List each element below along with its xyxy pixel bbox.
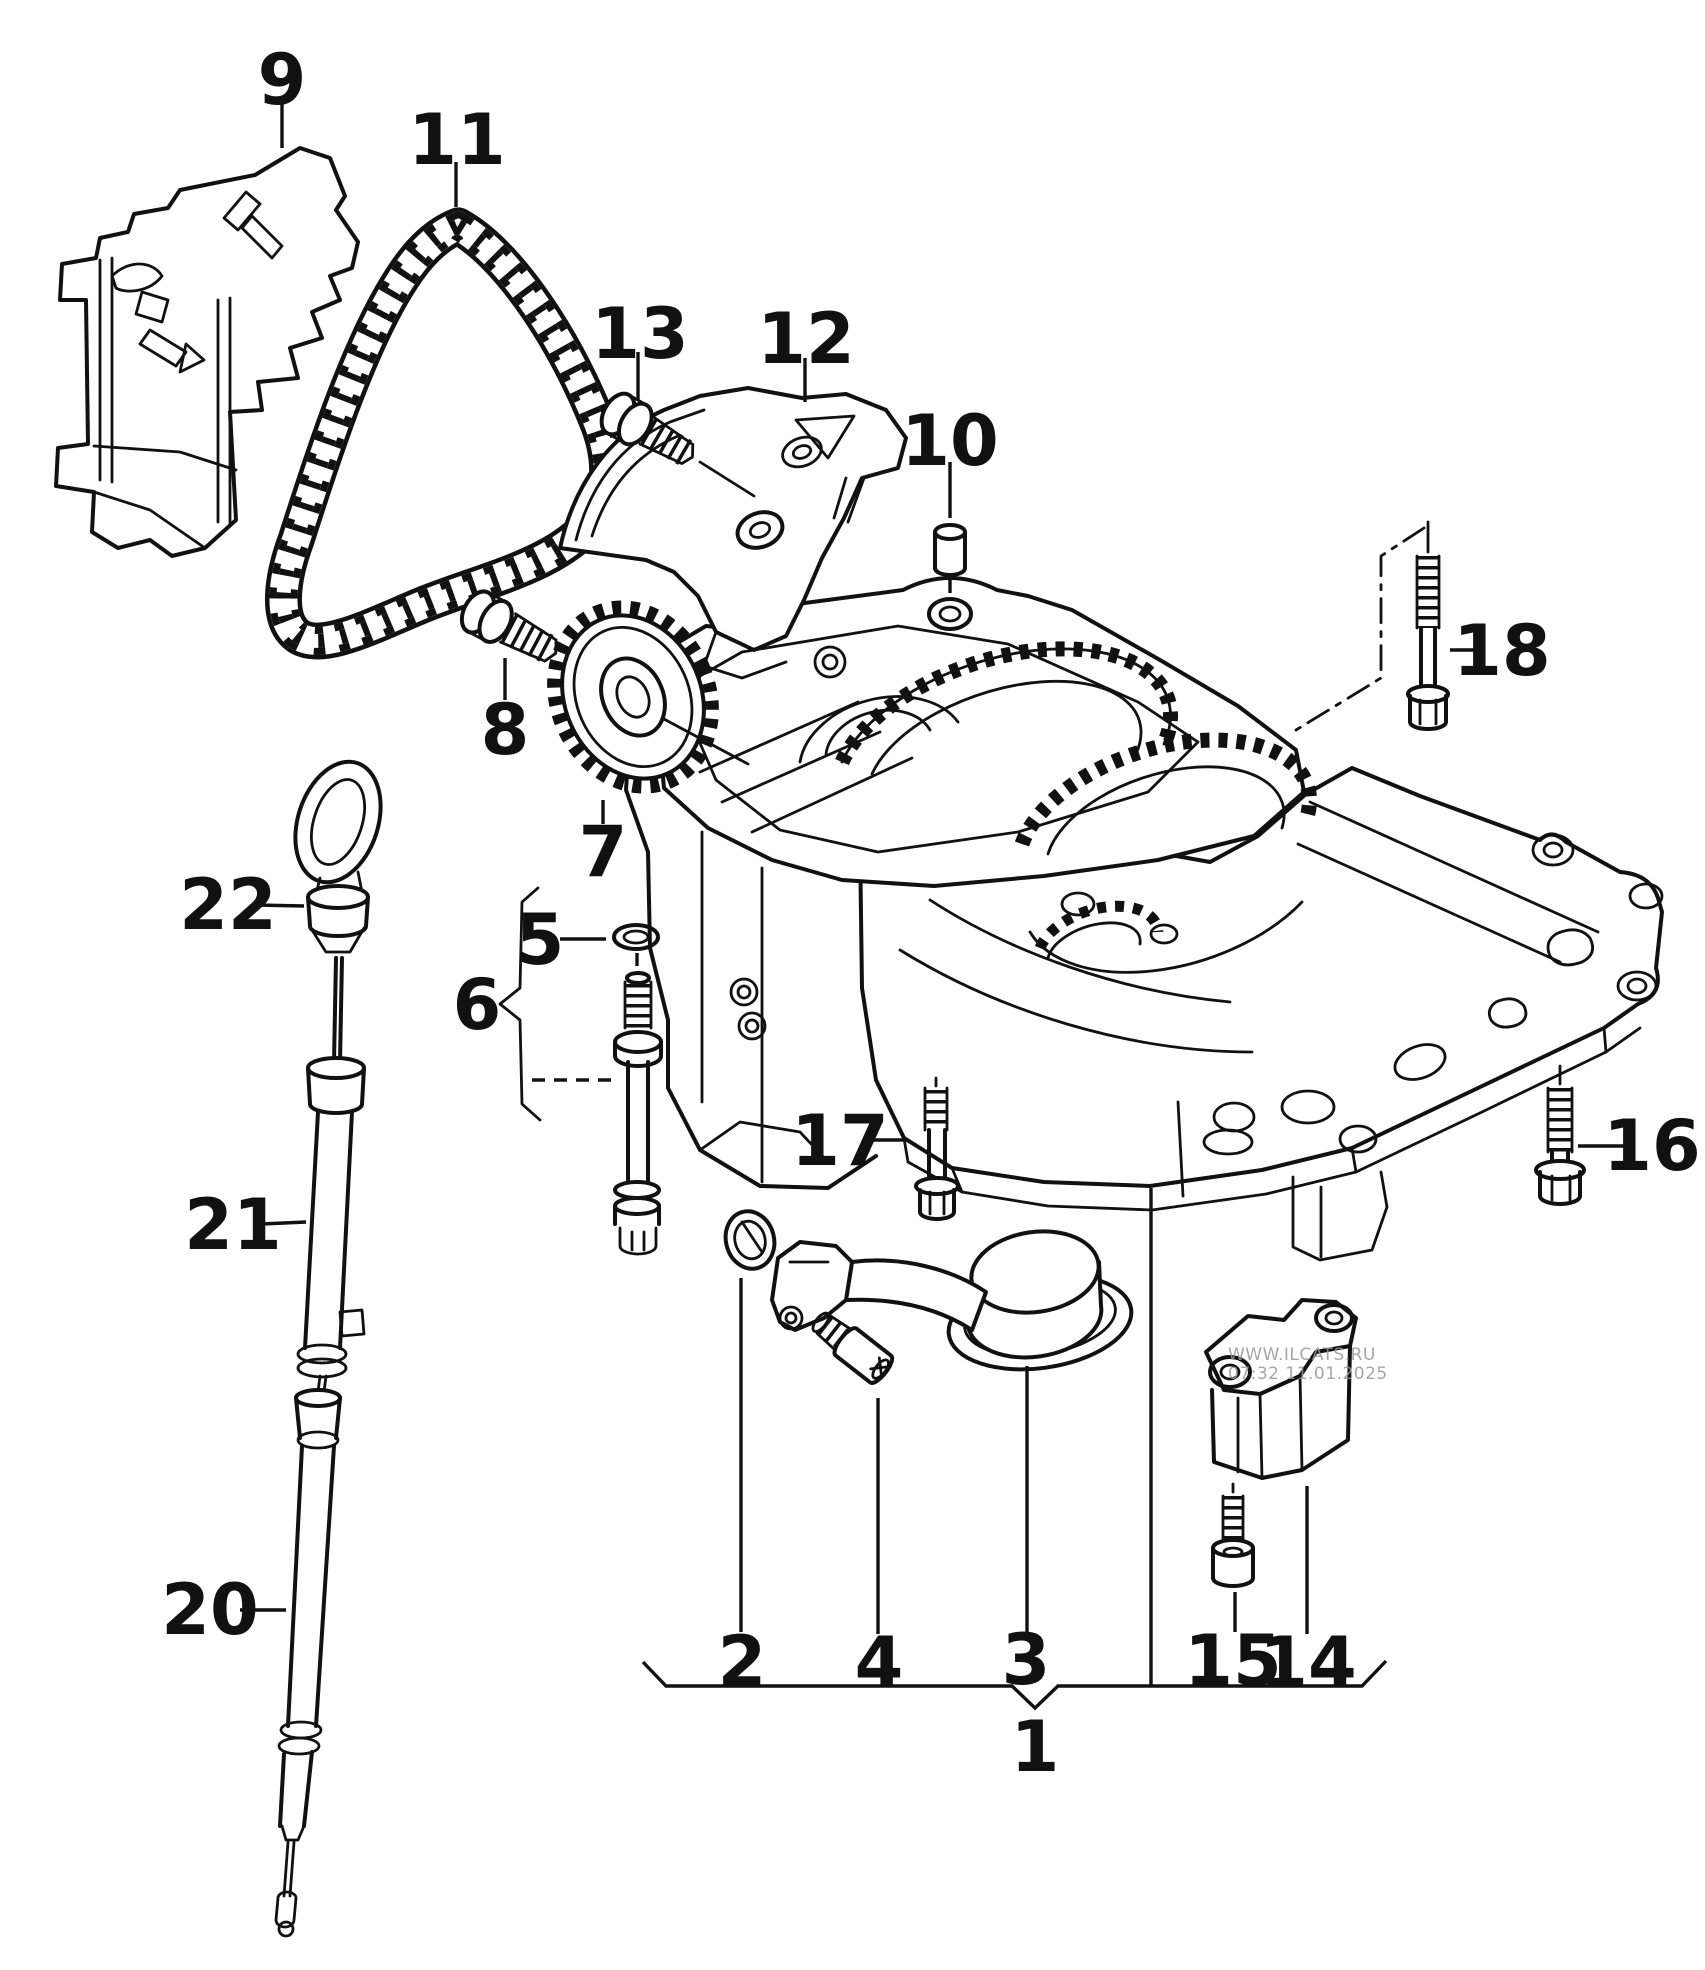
part-callout-2: 2 [718, 1621, 767, 1703]
timing-chain [264, 207, 627, 660]
bolt-15 [1211, 1482, 1255, 1588]
part-callout-11: 11 [408, 99, 505, 181]
baffle-plate [54, 146, 360, 558]
part-callout-13: 13 [591, 293, 688, 375]
part-callout-6: 6 [453, 964, 502, 1046]
o-ring [723, 1209, 777, 1271]
mounting-stud [532, 953, 663, 1256]
leader-lines [240, 98, 1628, 1711]
part-callout-14: 14 [1259, 1622, 1356, 1704]
part-callout-9: 9 [258, 39, 307, 121]
watermark-line1: WWW.ILCATS.RU [1228, 1345, 1376, 1365]
bracket-6-brace [498, 886, 542, 1122]
part-callout-20: 20 [161, 1569, 258, 1651]
part-callout-16: 16 [1603, 1105, 1700, 1187]
bolt-16 [1534, 1064, 1586, 1206]
balance-shaft-housing [624, 576, 1664, 1262]
part-callout-22: 22 [179, 864, 276, 946]
part-callout-4: 4 [855, 1622, 904, 1704]
tensioner-bracket [1204, 1298, 1358, 1480]
part-callout-21: 21 [184, 1184, 281, 1266]
part-callout-5: 5 [516, 899, 565, 981]
part-callout-10: 10 [901, 400, 998, 482]
alignment-axis [1294, 526, 1426, 732]
oil-suction-pipe [770, 1229, 1134, 1372]
bolt-17 [914, 1076, 960, 1221]
sprocket [547, 600, 750, 794]
chain-tensioner [558, 386, 908, 680]
part-callout-3: 3 [1002, 1619, 1051, 1701]
watermark-line2: 07:32 11.01.2025 [1228, 1364, 1388, 1384]
part-callout-8: 8 [481, 689, 530, 771]
part-callout-15: 15 [1184, 1620, 1281, 1702]
part-callout-1: 1 [1011, 1706, 1060, 1788]
part-callout-7: 7 [579, 811, 628, 893]
part-callout-12: 12 [757, 298, 854, 380]
washer [612, 923, 660, 951]
sprocket-bolt [459, 589, 558, 664]
dowel-pin [933, 462, 967, 600]
tensioner-bolt [599, 391, 695, 467]
bolt-18 [1406, 520, 1450, 731]
part-callout-17: 17 [791, 1100, 888, 1182]
part-callout-18: 18 [1453, 610, 1550, 692]
dipstick [274, 759, 383, 1938]
bolt-4 [811, 1311, 895, 1385]
